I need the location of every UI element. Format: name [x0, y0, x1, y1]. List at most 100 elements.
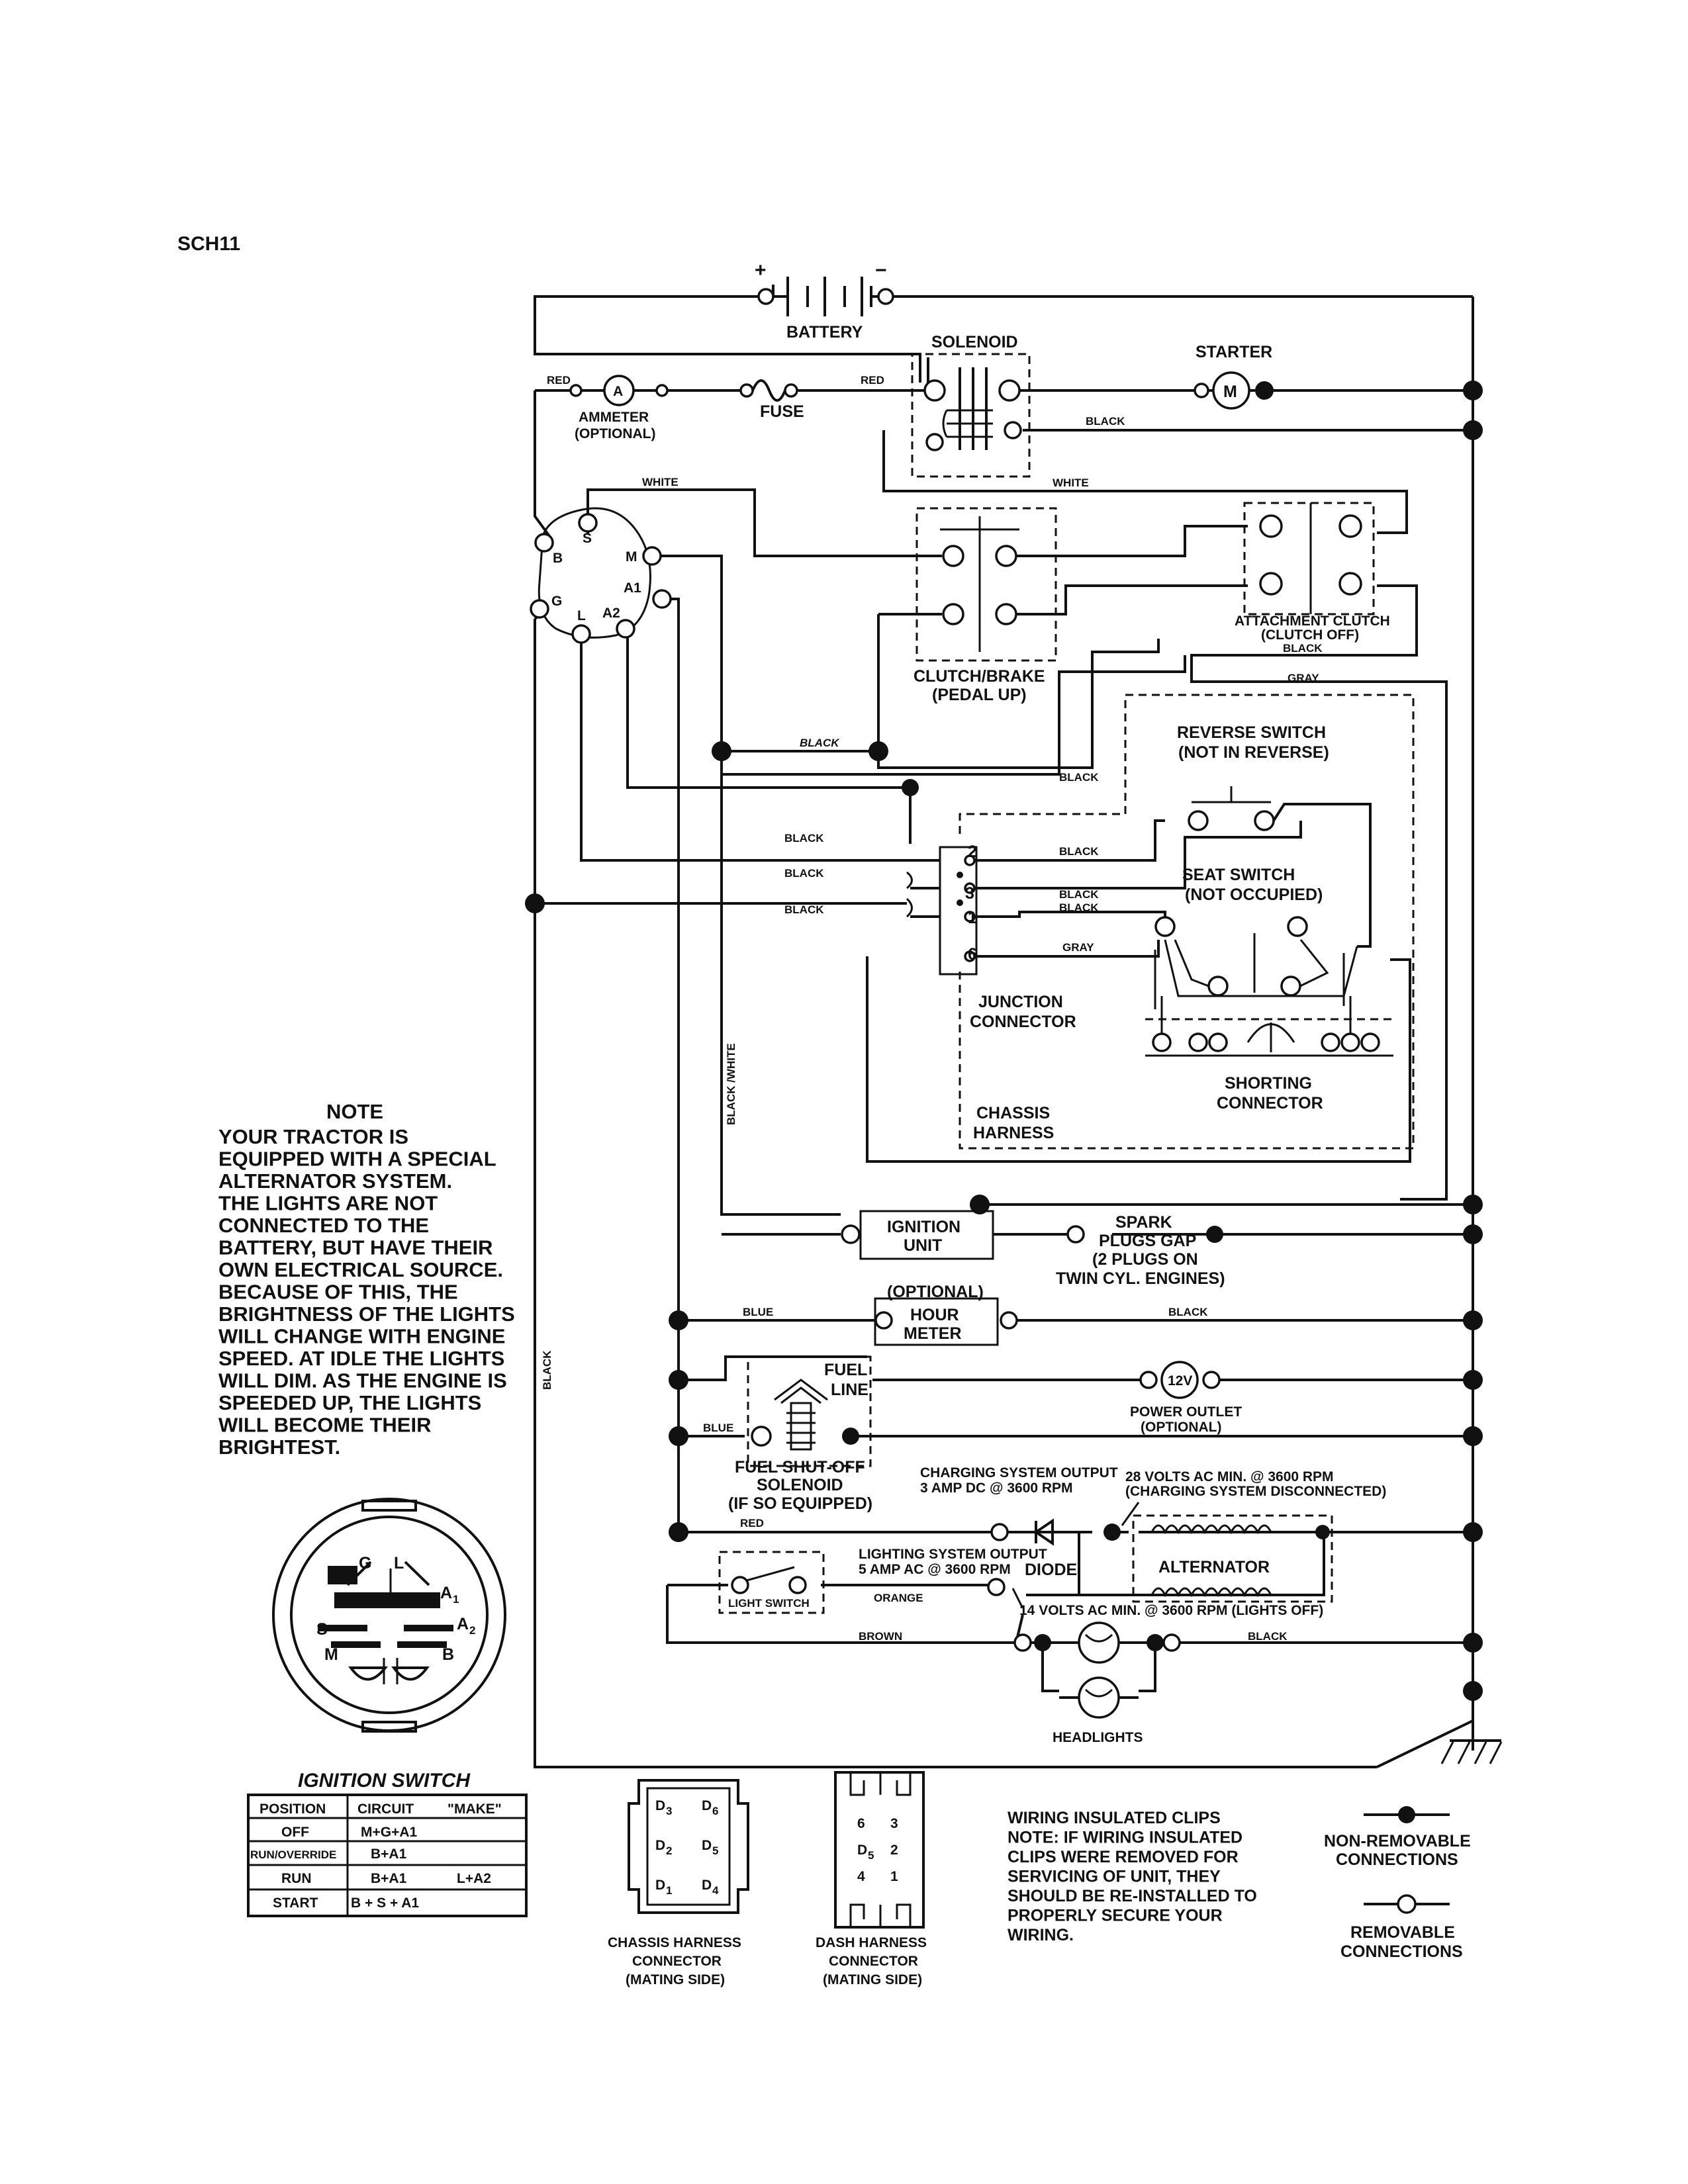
- fuel-line-2: LINE: [831, 1381, 868, 1399]
- dash-caption-0: DASH HARNESS: [816, 1935, 927, 1950]
- chassis-pin-d2-sub: 2: [666, 1844, 672, 1857]
- dash-pin-2: 2: [890, 1843, 898, 1858]
- note-line-0: YOUR TRACTOR IS: [218, 1125, 408, 1148]
- wire-gray-j6: GRAY: [1062, 941, 1094, 954]
- table-header-circuit: CIRCUIT: [357, 1801, 414, 1817]
- chassis-pin-d3: D: [655, 1798, 665, 1813]
- chassis-pin-d6-sub: 6: [712, 1805, 718, 1817]
- fuse-label: FUSE: [760, 402, 804, 421]
- terminal-a1: A1: [624, 580, 641, 596]
- attachment-clutch-switch: ATTACHMENT CLUTCH (CLUTCH OFF) BLACK GRA…: [1235, 502, 1390, 684]
- ignition-switch-title: IGNITION SWITCH: [298, 1770, 471, 1792]
- lighting-output-2: 5 AMP AC @ 3600 RPM: [859, 1562, 1011, 1577]
- charging-output-2: 3 AMP DC @ 3600 RPM: [920, 1480, 1073, 1496]
- switch-face-m: M: [324, 1645, 338, 1664]
- dash-pin-3: 3: [890, 1816, 898, 1831]
- clips-note-line-5: PROPERLY SECURE YOUR: [1008, 1907, 1223, 1925]
- switch-face-a2: A: [457, 1615, 469, 1633]
- hour-meter-optional: (OPTIONAL): [887, 1283, 984, 1301]
- wire-black-vertical: BLACK: [541, 1350, 553, 1390]
- reverse-switch-sub: (NOT IN REVERSE): [1178, 743, 1329, 762]
- ignition-table: POSITION CIRCUIT "MAKE" OFF M+G+A1 RUN/O…: [247, 1794, 528, 1917]
- note-line-9: WILL CHANGE WITH ENGINE: [218, 1325, 505, 1348]
- fuel-shutoff-3: (IF SO EQUIPPED): [728, 1494, 872, 1513]
- dash-pin-1: 1: [890, 1869, 898, 1884]
- fuse: FUSE RED: [739, 374, 884, 421]
- note-line-4: CONNECTED TO THE: [218, 1214, 429, 1237]
- starter-symbol: M: [1223, 383, 1237, 401]
- ammeter: A AMMETER (OPTIONAL) RED: [547, 374, 741, 441]
- ammeter-optional: (OPTIONAL): [575, 426, 655, 441]
- legend-removable-0: REMOVABLE: [1350, 1923, 1455, 1942]
- switch-face-l: L: [394, 1554, 404, 1572]
- alternator-label: ALTERNATOR: [1158, 1558, 1270, 1576]
- table-header-position: POSITION: [259, 1801, 326, 1817]
- hour-meter-2: METER: [904, 1324, 962, 1343]
- table-row-2-pos: RUN: [281, 1871, 312, 1886]
- table-row-3-pos: START: [273, 1895, 318, 1911]
- spark-plugs-4: TWIN CYL. ENGINES): [1056, 1269, 1225, 1288]
- chassis-pin-d6: D: [702, 1798, 712, 1813]
- junction-connector-1: JUNCTION: [978, 993, 1063, 1011]
- fuel-shutoff-2: SOLENOID: [757, 1476, 843, 1494]
- shorting-connector: SHORTING CONNECTOR: [1145, 996, 1397, 1113]
- dash-caption-2: (MATING SIDE): [823, 1972, 922, 1987]
- legend-non-removable-0: NON-REMOVABLE: [1324, 1832, 1471, 1850]
- volts28-1: 28 VOLTS AC MIN. @ 3600 RPM: [1125, 1469, 1334, 1484]
- fuel-line-1: FUEL: [824, 1361, 867, 1379]
- terminal-s: S: [583, 531, 592, 546]
- chassis-pin-d1: D: [655, 1878, 665, 1893]
- wire-brown: BROWN: [859, 1630, 902, 1643]
- page-code: SCH11: [177, 233, 240, 255]
- wire-black-rev: BLACK: [1059, 771, 1099, 784]
- wire-red-1: RED: [547, 374, 571, 387]
- volts28-2: (CHARGING SYSTEM DISCONNECTED): [1125, 1484, 1386, 1499]
- switch-face-b: B: [442, 1645, 454, 1664]
- wire-black-j3-right: BLACK: [1059, 888, 1099, 901]
- wire-black-j2-right: BLACK: [1059, 845, 1099, 858]
- table-row-0-circuit: M+G+A1: [361, 1825, 418, 1840]
- battery-plus: +: [755, 259, 767, 281]
- volts14: 14 VOLTS AC MIN. @ 3600 RPM (LIGHTS OFF): [1019, 1603, 1323, 1618]
- wire-black-j1-left: BLACK: [784, 903, 824, 916]
- starter: M STARTER: [1194, 343, 1274, 410]
- fuel-shutoff-1: FUEL SHUT-OFF: [735, 1458, 865, 1477]
- junction-pin-6: 6: [968, 945, 977, 964]
- switch-face-a1: A: [440, 1584, 452, 1602]
- wire-red-2: RED: [861, 374, 884, 387]
- note-line-2: ALTERNATOR SYSTEM.: [218, 1169, 452, 1193]
- junction-pin-2: 2: [968, 842, 977, 861]
- diode-label: DIODE: [1025, 1561, 1077, 1579]
- reverse-switch-label: REVERSE SWITCH: [1177, 723, 1326, 742]
- legend: NON-REMOVABLE CONNECTIONS REMOVABLE CONN…: [1324, 1806, 1471, 1961]
- dash-pin-d5-sub: 5: [868, 1849, 874, 1862]
- note-line-11: WILL DIM. AS THE ENGINE IS: [218, 1369, 507, 1392]
- dash-pin-d5: D: [857, 1843, 867, 1858]
- chassis-pin-d5: D: [702, 1838, 712, 1853]
- seat-switch-sub: (NOT OCCUPIED): [1185, 886, 1323, 904]
- wire-blue-2: BLUE: [703, 1422, 733, 1434]
- ignition-unit-1: IGNITION: [887, 1218, 961, 1236]
- chassis-harness-2: HARNESS: [973, 1124, 1054, 1142]
- clips-note-line-6: WIRING.: [1008, 1926, 1074, 1944]
- dash-pin-6: 6: [857, 1816, 865, 1831]
- spark-plugs-2: PLUGS GAP: [1099, 1232, 1196, 1250]
- headlights-label: HEADLIGHTS: [1053, 1730, 1143, 1745]
- clips-note-line-2: CLIPS WERE REMOVED FOR: [1008, 1848, 1239, 1866]
- hour-meter: (OPTIONAL) HOUR METER BLUE BLACK: [743, 1283, 1208, 1346]
- charging-output-1: CHARGING SYSTEM OUTPUT: [920, 1465, 1118, 1480]
- switch-face-s: S: [316, 1620, 328, 1639]
- note-line-3: THE LIGHTS ARE NOT: [218, 1192, 438, 1215]
- wire-black-white: BLACK /WHITE: [725, 1043, 737, 1125]
- chassis-caption-2: (MATING SIDE): [626, 1972, 725, 1987]
- note-line-5: BATTERY, BUT HAVE THEIR: [218, 1236, 493, 1259]
- wire-white-2: WHITE: [1053, 477, 1089, 489]
- battery-minus: −: [875, 259, 887, 281]
- solenoid: SOLENOID BLACK WHITE: [911, 333, 1125, 489]
- chassis-pin-d5-sub: 5: [712, 1844, 718, 1857]
- table-row-2-circuit: B+A1: [371, 1871, 407, 1886]
- table-row-3-circuit: B + S + A1: [351, 1895, 419, 1911]
